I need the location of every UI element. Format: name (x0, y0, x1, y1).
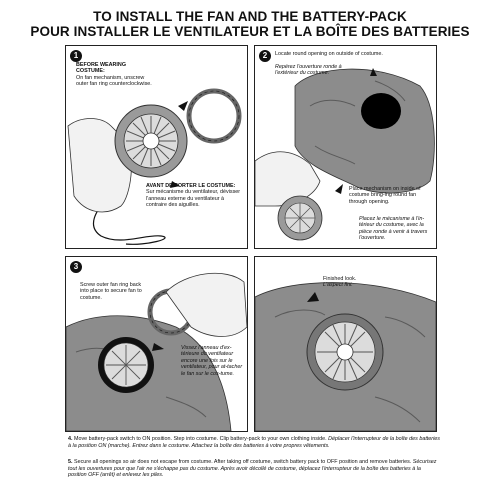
note-5-french: Sécurisez tout les ouvertures pour que l… (68, 459, 437, 478)
step-4-text: Finished look. L'aspect fini. (323, 276, 403, 289)
step-1-illustration (67, 88, 242, 245)
step-1-number-badge: 1 (70, 50, 82, 62)
step-panel-1: 1 BEFORE WEARING COSTUME: On fan mechani… (65, 45, 248, 249)
step-3-number-badge: 3 (70, 261, 82, 273)
step-1-english-text: BEFORE WEARING COSTUME: On fan mechanism… (76, 62, 156, 88)
title-english: TO INSTALL THE FAN AND THE BATTERY-PACK (93, 9, 407, 24)
step-4-french-text: L'aspect fini. (323, 282, 353, 289)
step-4-illustration (255, 282, 436, 431)
note-5: 5. Secure all openings so air does not e… (68, 459, 440, 479)
note-4-english: Move battery-pack switch to ON position.… (74, 436, 327, 442)
step-1-body-english: On fan mechanism, unscrew outer fan ring… (76, 74, 152, 88)
note-5-number: 5. (68, 459, 73, 465)
step-3-english-text: Screw outer fan ring back into place to … (80, 282, 142, 301)
step-panel-4: Finished look. L'aspect fini. (254, 256, 437, 432)
step-1-heading-french: AVANT DE PORTER LE COSTUME: (146, 183, 236, 189)
step-1-french-text: AVANT DE PORTER LE COSTUME: Sur mécanism… (146, 183, 244, 209)
note-5-english: Secure all openings so air does not esca… (74, 459, 412, 465)
step-2-french-text-b: Placez le mécanisme à l'in-térieur du co… (359, 216, 428, 242)
step-2-english-text-a: Locate round opening on outside of costu… (275, 51, 383, 57)
step-4-english-text: Finished look. (323, 276, 357, 282)
step-panel-3: 3 Screw outer fan ring back into place t… (65, 256, 248, 432)
step-2-illustration (255, 68, 435, 241)
step-3-illustration (66, 272, 247, 431)
step-2-english-text-b: Place mechanism on inside of costume bri… (349, 186, 421, 205)
note-4-number: 4. (68, 436, 73, 442)
note-4: 4. Move battery-pack switch to ON positi… (68, 436, 440, 449)
step-3-french-text: Vissez l'anneau d'ex-térieure du ventila… (181, 345, 243, 377)
step-2-number-badge: 2 (259, 50, 271, 62)
step-panel-2: 2 Locate round opening on outside of cos… (254, 45, 437, 249)
step-2-french-text-a: Repérez l'ouverture ronde à l'extérieur … (275, 64, 342, 77)
step-1-body-french: Sur mécanisme du ventilateur, dévisser l… (146, 189, 241, 209)
note-4-french: Déplacer l'interrupteur de la boîte des … (68, 436, 440, 449)
step-1-heading-english: BEFORE WEARING COSTUME: (76, 62, 127, 75)
title-french: POUR INSTALLER LE VENTILATEUR ET LA BOÎT… (30, 24, 470, 39)
